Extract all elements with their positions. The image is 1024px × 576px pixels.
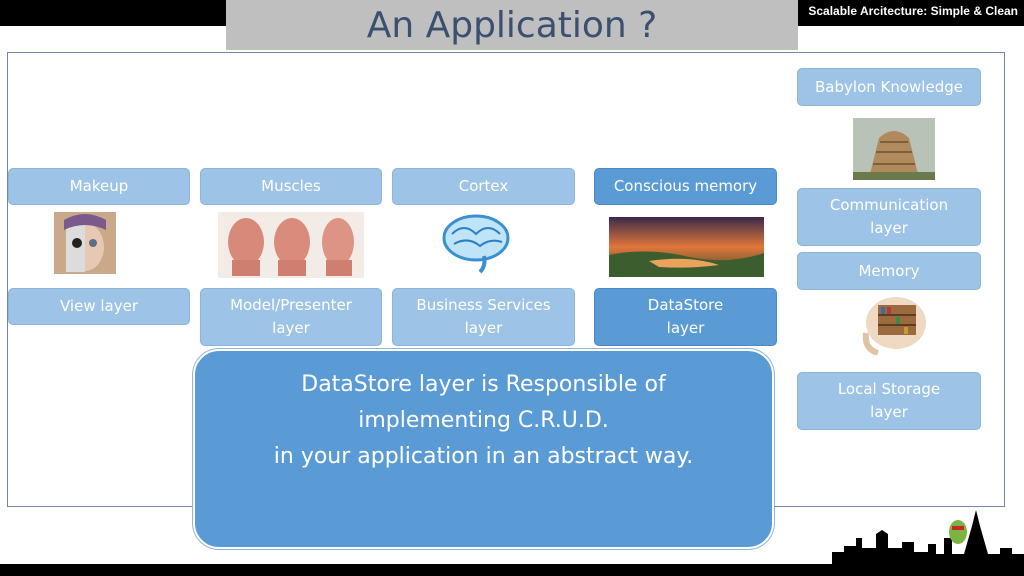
landscape-image xyxy=(609,217,764,277)
callout-line2: implementing C.R.U.D. xyxy=(358,408,609,433)
babylon-knowledge-box: Babylon Knowledge xyxy=(797,68,981,106)
slide-title: An Application ? xyxy=(366,5,658,46)
author-handle: @android2ee xyxy=(948,563,1016,574)
paris-skyline-icon xyxy=(832,510,1024,566)
tower-of-babel-image xyxy=(853,118,935,180)
memory-box: Memory xyxy=(797,252,981,290)
view-layer-label: View layer xyxy=(60,297,138,315)
model-presenter-layer-box: Model/Presenter layer xyxy=(200,288,382,346)
memory-label: Memory xyxy=(858,261,920,280)
muscles-box: Muscles xyxy=(200,168,382,205)
cortex-box: Cortex xyxy=(392,168,575,205)
series-title: Scalable Arcitecture: Simple & Clean xyxy=(808,4,1018,18)
conscious-memory-label: Conscious memory xyxy=(613,177,758,195)
makeup-face-image xyxy=(54,212,116,274)
model-presenter-line2: layer xyxy=(272,319,310,337)
babylon-knowledge-label: Babylon Knowledge xyxy=(815,77,963,96)
datastore-callout: DataStore layer is Responsible of implem… xyxy=(193,349,774,549)
business-services-layer-box: Business Services layer xyxy=(392,288,575,346)
muscles-anatomy-image xyxy=(218,212,364,278)
local-storage-layer-box: Local Storage layer xyxy=(797,372,981,430)
local-storage-line2: layer xyxy=(870,403,908,421)
bottom-bar xyxy=(0,564,1024,576)
title-band xyxy=(226,0,798,50)
makeup-box: Makeup xyxy=(8,168,190,205)
datastore-line1: DataStore xyxy=(647,296,724,314)
business-services-line2: layer xyxy=(464,319,503,337)
communication-layer-box: Communication layer xyxy=(797,188,981,246)
callout-line1: DataStore layer is Responsible of xyxy=(301,372,666,397)
datastore-line2: layer xyxy=(666,319,705,337)
callout-line3: in your application in an abstract way. xyxy=(273,444,694,469)
model-presenter-line1: Model/Presenter xyxy=(230,296,352,314)
makeup-label: Makeup xyxy=(69,177,129,195)
muscles-label: Muscles xyxy=(261,177,321,195)
brain-image xyxy=(442,214,510,274)
communication-line1: Communication xyxy=(829,196,949,214)
business-services-line1: Business Services xyxy=(416,296,551,314)
view-layer-box: View layer xyxy=(8,288,190,325)
conscious-memory-box: Conscious memory xyxy=(594,168,777,205)
library-head-image xyxy=(862,297,926,355)
local-storage-line1: Local Storage xyxy=(837,380,941,398)
datastore-layer-box: DataStore layer xyxy=(594,288,777,346)
communication-line2: layer xyxy=(870,219,908,237)
cortex-label: Cortex xyxy=(458,177,509,195)
